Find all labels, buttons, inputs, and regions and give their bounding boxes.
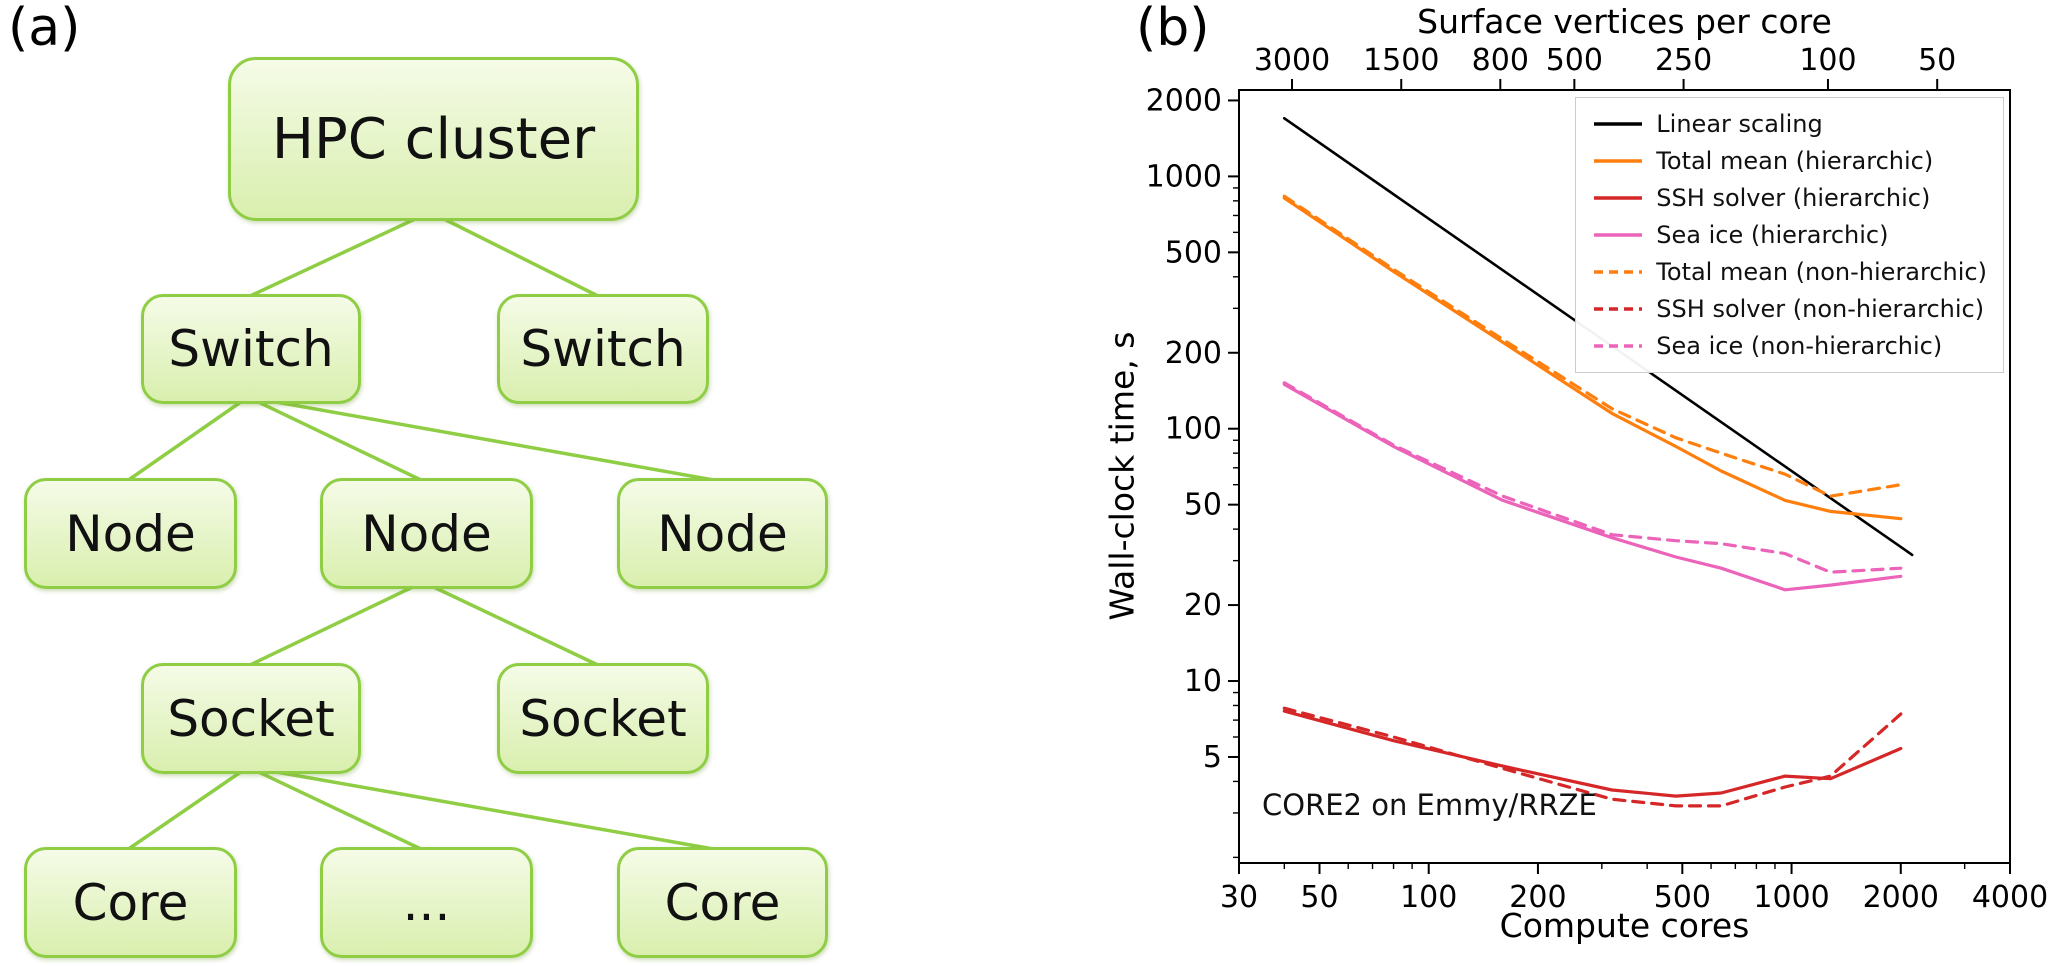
legend-item: SSH solver (hierarchic) (1592, 184, 1987, 212)
diagram-node-hpc-cluster: HPC cluster (228, 57, 639, 221)
x-tick-label: 100 (1400, 880, 1457, 915)
y-tick-label: 200 (1165, 336, 1222, 371)
panel-b-label: (b) (1136, 0, 1210, 58)
legend-line-sample (1594, 196, 1643, 200)
legend-label: Sea ice (hierarchic) (1656, 221, 1889, 249)
x-tick-label: 30 (1220, 880, 1258, 915)
top-tick-label: 250 (1655, 43, 1712, 78)
legend-label: Sea ice (non-hierarchic) (1656, 332, 1943, 360)
legend-item: SSH solver (non-hierarchic) (1592, 295, 1987, 323)
diagram-node-label: Socket (519, 689, 687, 748)
top-axis-label: Surface vertices per core (1417, 2, 1832, 41)
top-tick-label: 800 (1472, 43, 1529, 78)
diagram-node-label: ... (402, 873, 451, 932)
diagram-node-switch-2: Switch (497, 294, 709, 404)
y-axis-label: Wall-clock time, s (1102, 331, 1142, 621)
legend-label: SSH solver (non-hierarchic) (1656, 295, 1985, 323)
diagram-node-label: Socket (167, 689, 335, 748)
legend-item: Sea ice (non-hierarchic) (1592, 332, 1987, 360)
y-tick-label: 100 (1165, 412, 1222, 447)
legend-line-sample (1594, 307, 1643, 311)
diagram-node-core-ellipsis: ... (320, 847, 533, 958)
legend-label: SSH solver (hierarchic) (1656, 184, 1931, 212)
legend-line-sample (1594, 122, 1643, 126)
legend-line-sample (1594, 344, 1643, 348)
x-tick-label: 1000 (1753, 880, 1829, 915)
diagram-node-label: Switch (520, 320, 686, 378)
legend-line-sample (1594, 233, 1643, 237)
series-total-mean-non-hierarchic- (1282, 194, 1903, 498)
diagram-node-label: Switch (168, 320, 334, 378)
top-tick-label: 100 (1799, 43, 1856, 78)
legend-item: Sea ice (hierarchic) (1592, 221, 1987, 249)
series-sea-ice-non-hierarchic- (1282, 381, 1903, 574)
y-tick-label: 10 (1184, 664, 1222, 699)
diagram-node-core-2: Core (617, 847, 828, 958)
top-tick-label: 3000 (1254, 43, 1330, 78)
diagram-node-label: HPC cluster (271, 106, 596, 172)
diagram-node-core-1: Core (24, 847, 237, 958)
legend-label: Total mean (hierarchic) (1656, 147, 1934, 175)
top-tick-label: 50 (1918, 43, 1956, 78)
y-tick-label: 2000 (1146, 83, 1222, 118)
diagram-node-label: Core (664, 873, 781, 932)
top-tick-label: 500 (1546, 43, 1603, 78)
legend-label: Total mean (non-hierarchic) (1656, 258, 1987, 286)
legend-label: Linear scaling (1656, 110, 1823, 138)
plot-frame (1238, 89, 2011, 864)
diagram-node-socket-1: Socket (141, 663, 361, 774)
diagram-node-switch-1: Switch (141, 294, 361, 404)
x-tick-label: 2000 (1863, 880, 1939, 915)
x-tick-label: 500 (1654, 880, 1711, 915)
legend-item: Total mean (non-hierarchic) (1592, 258, 1987, 286)
y-tick-label: 500 (1165, 235, 1222, 270)
legend-line-sample (1594, 159, 1643, 163)
diagram-node-label: Node (65, 504, 196, 563)
x-axis-label: Compute cores (1499, 906, 1750, 945)
x-tick-label: 200 (1509, 880, 1566, 915)
x-tick-label: 4000 (1972, 880, 2048, 915)
scaling-chart: 30 50 100 200 500 1000 2000 4000 5 10 20 50 100 200 50… (1146, 43, 2049, 915)
diagram-node-label: Core (72, 873, 189, 932)
diagram-node-node-2: Node (320, 478, 533, 589)
top-tick-label: 1500 (1363, 43, 1439, 78)
diagram-node-node-1: Node (24, 478, 237, 589)
series-sea-ice-hierarchic- (1282, 382, 1903, 592)
panel-a-label: (a) (8, 0, 81, 58)
legend-item: Total mean (hierarchic) (1592, 147, 1987, 175)
legend-item: Linear scaling (1592, 110, 1987, 138)
diagram-node-node-3: Node (617, 478, 828, 589)
diagram-node-socket-2: Socket (497, 663, 709, 774)
diagram-node-label: Node (657, 504, 788, 563)
series-total-mean-hierarchic- (1282, 196, 1903, 521)
y-tick-label: 50 (1184, 488, 1222, 523)
series-ssh-solver-non-hierarchic- (1282, 706, 1903, 808)
y-tick-label: 5 (1203, 740, 1222, 775)
y-tick-label: 20 (1184, 588, 1222, 623)
series-ssh-solver-hierarchic- (1282, 709, 1903, 798)
legend-line-sample (1594, 270, 1643, 274)
diagram-node-label: Node (361, 504, 492, 563)
y-tick-label: 1000 (1146, 159, 1222, 194)
x-tick-label: 50 (1300, 880, 1338, 915)
chart-annotation: CORE2 on Emmy/RRZE (1262, 788, 1597, 822)
